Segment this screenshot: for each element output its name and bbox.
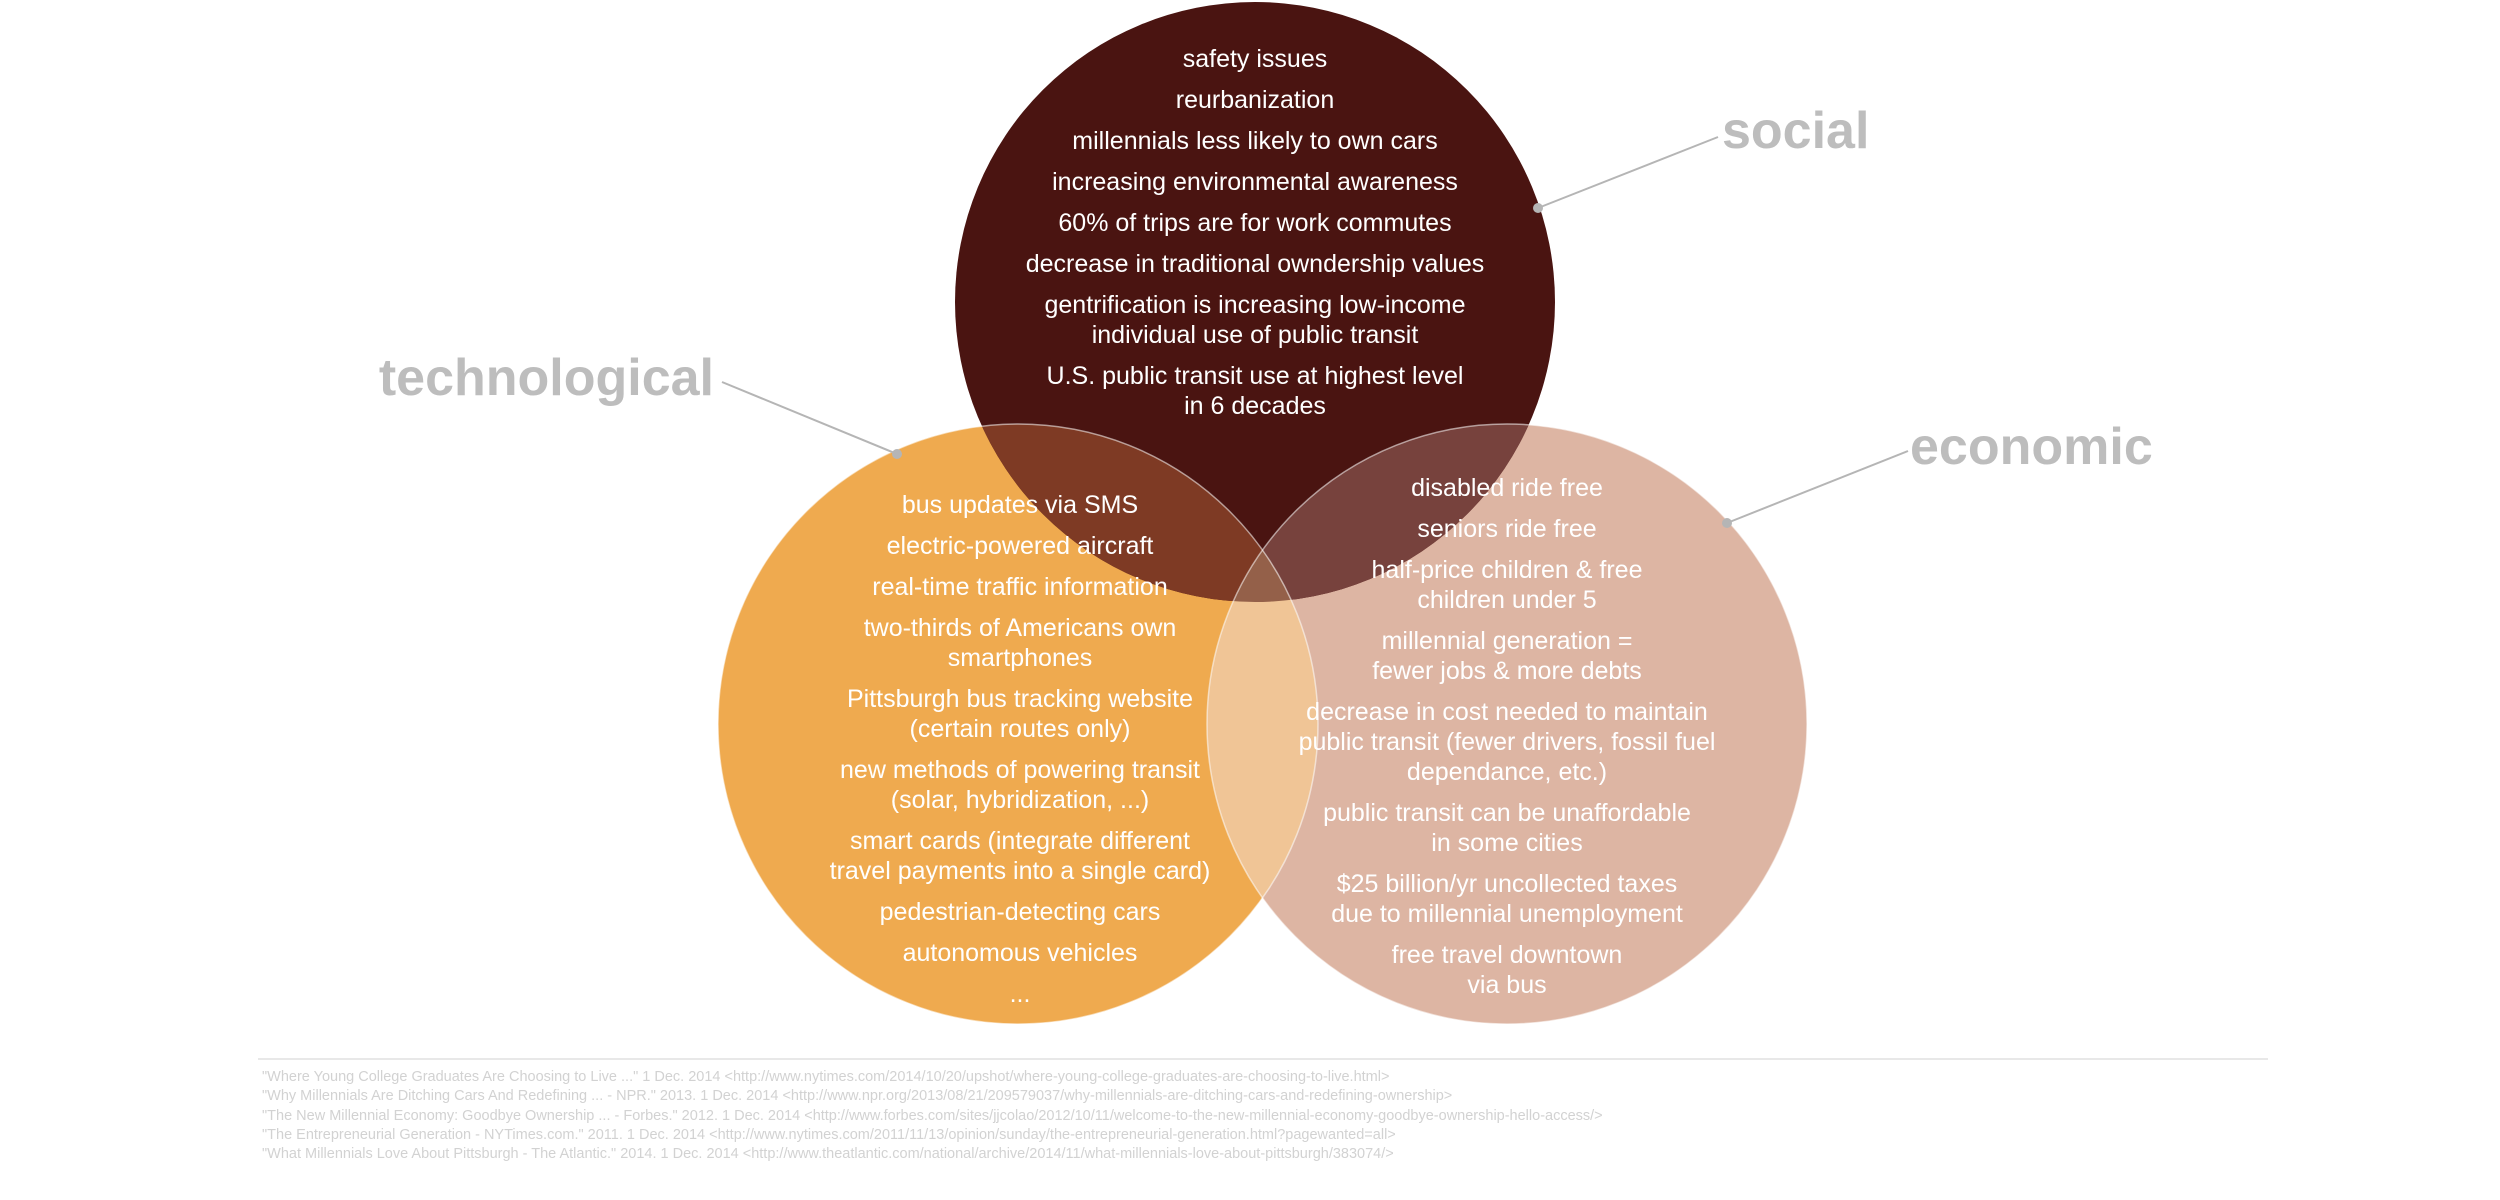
- social-label: social: [1722, 102, 1869, 160]
- sources-list: "Where Young College Graduates Are Choos…: [262, 1068, 2262, 1164]
- social-technological-overlap: [955, 424, 1318, 602]
- source-citation: "The New Millennial Economy: Goodbye Own…: [262, 1107, 1603, 1124]
- source-citation: "Where Young College Graduates Are Choos…: [262, 1069, 1390, 1085]
- social-item: safety issues: [1183, 45, 1328, 73]
- social-item: increasing environmental awareness: [1052, 168, 1458, 196]
- source-citation: "The Entrepreneurial Generation - NYTime…: [262, 1126, 1396, 1143]
- technological-item: bus updates via SMS: [902, 491, 1138, 519]
- source-citation: "What Millennials Love About Pittsburgh …: [262, 1146, 1394, 1163]
- technological-item: electric-powered aircraft: [887, 532, 1154, 560]
- social-leader-dot: [1533, 203, 1543, 213]
- economic-item: seniors ride free: [1417, 515, 1596, 543]
- technological-item: real-time traffic information: [872, 573, 1167, 601]
- technological-item: pedestrian-detecting cars: [880, 898, 1161, 926]
- economic-item: millennial generation =fewer jobs & more…: [1372, 627, 1642, 685]
- sources-divider: [258, 1058, 2268, 1060]
- technological-label: technological: [379, 349, 714, 407]
- social-item: 60% of trips are for work commutes: [1058, 209, 1451, 237]
- technological-item: new methods of powering transit(solar, h…: [840, 756, 1200, 814]
- technological-leader-line: [721, 381, 898, 455]
- technological-item: Pittsburgh bus tracking website(certain …: [847, 685, 1193, 743]
- economic-label: economic: [1910, 418, 2153, 476]
- social-item: reurbanization: [1176, 86, 1334, 114]
- social-economic-overlap: [1207, 424, 1555, 602]
- social-item: U.S. public transit use at highest level…: [1047, 362, 1464, 420]
- social-item: millennials less likely to own cars: [1072, 127, 1437, 155]
- source-citation: "Why Millennials Are Ditching Cars And R…: [262, 1088, 1453, 1105]
- economic-leader-dot: [1722, 518, 1732, 528]
- technological-item: ...: [1010, 980, 1031, 1008]
- technological-leader-dot: [892, 449, 902, 459]
- economic-item: disabled ride free: [1411, 474, 1603, 502]
- economic-leader-line: [1726, 450, 1909, 524]
- technological-item: autonomous vehicles: [903, 939, 1138, 967]
- social-item: decrease in traditional owndership value…: [1026, 250, 1485, 278]
- social-leader-line: [1537, 136, 1719, 209]
- venn-diagram: social technological economic safety iss…: [379, 2, 2153, 1025]
